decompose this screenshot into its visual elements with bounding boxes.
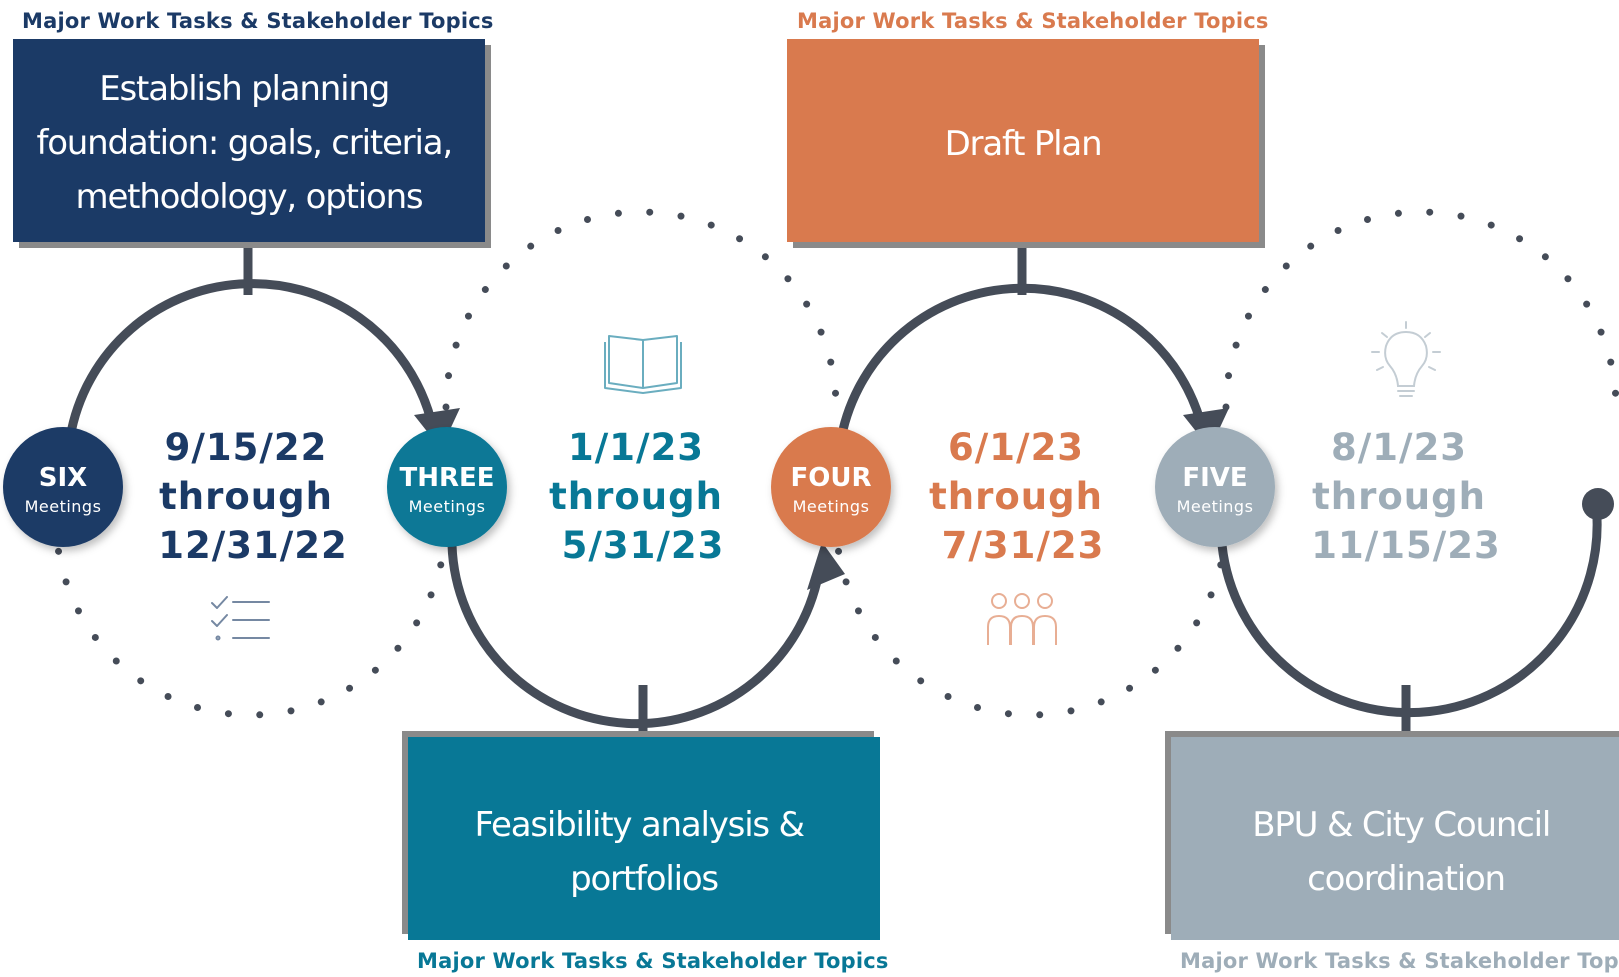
task-box-fill xyxy=(1171,737,1619,940)
timeline-end-dot xyxy=(1582,488,1614,520)
dotted-arc-phase-1 xyxy=(52,516,450,719)
date-range-phase-1: 9/15/22 through 12/31/22 xyxy=(158,426,348,567)
date-start: 9/15/22 xyxy=(165,426,328,469)
count-sub: Meetings xyxy=(409,497,486,516)
task-box-text: Draft Plan xyxy=(945,124,1102,164)
meeting-count-phase-3: FOUR Meetings xyxy=(771,427,891,547)
date-range-phase-3: 6/1/23 through 7/31/23 xyxy=(929,426,1117,567)
date-end: 5/31/23 xyxy=(562,524,725,567)
arrowhead-phase-2 xyxy=(807,542,845,590)
task-box-text: Establish planning foundation: goals, cr… xyxy=(36,69,461,217)
date-range-phase-4: 8/1/23 through 11/15/23 xyxy=(1311,426,1501,567)
task-box-fill xyxy=(408,737,880,940)
task-box-phase-3: Draft Plan xyxy=(787,39,1265,248)
dotted-arc-phase-2 xyxy=(442,208,840,411)
date-start: 1/1/23 xyxy=(568,426,704,469)
dotted-arc-phase-3 xyxy=(832,516,1230,719)
task-box-text: BPU & City Council coordination xyxy=(1252,805,1560,899)
date-through: through xyxy=(929,475,1103,518)
count-word: SIX xyxy=(39,463,87,493)
people-group-icon xyxy=(987,593,1057,645)
task-box-text: Feasibility analysis & portfolios xyxy=(475,805,814,899)
task-box-phase-2: Feasibility analysis & portfolios xyxy=(402,731,880,940)
solid-arcs xyxy=(64,279,1614,729)
date-end: 11/15/23 xyxy=(1311,524,1501,567)
meeting-count-phase-2: THREE Meetings xyxy=(387,427,507,547)
box-stems xyxy=(243,240,1411,740)
count-word: THREE xyxy=(399,463,494,493)
task-line: BPU & City Council xyxy=(1252,805,1550,845)
task-box-fill xyxy=(787,39,1259,242)
date-through: through xyxy=(1312,475,1486,518)
solid-arc-phase-4 xyxy=(1217,499,1602,718)
solid-arc-phase-3 xyxy=(835,283,1205,450)
open-book-icon xyxy=(604,335,682,394)
task-line: Establish planning xyxy=(99,69,389,109)
task-box-phase-4: BPU & City Council coordination xyxy=(1165,731,1619,940)
count-circle xyxy=(3,427,123,547)
count-circle xyxy=(387,427,507,547)
count-sub: Meetings xyxy=(25,497,102,516)
task-box-phase-1: Establish planning foundation: goals, cr… xyxy=(13,39,491,248)
date-end: 12/31/22 xyxy=(158,524,348,567)
caption-phase-3: Major Work Tasks & Stakeholder Topics xyxy=(797,9,1269,33)
task-line: portfolios xyxy=(570,859,718,899)
meeting-count-phase-1: SIX Meetings xyxy=(3,427,123,547)
date-range-phase-2: 1/1/23 through 5/31/23 xyxy=(549,426,737,567)
count-circle xyxy=(771,427,891,547)
task-line: foundation: goals, criteria, xyxy=(36,123,452,163)
count-sub: Meetings xyxy=(1177,497,1254,516)
solid-arc-phase-1 xyxy=(64,279,436,450)
lightbulb-icon xyxy=(1371,321,1441,397)
task-line: coordination xyxy=(1307,859,1505,899)
checklist-icon xyxy=(211,596,270,641)
caption-phase-1: Major Work Tasks & Stakeholder Topics xyxy=(22,9,494,33)
caption-phase-2: Major Work Tasks & Stakeholder Topics xyxy=(417,949,889,973)
meeting-count-phase-4: FIVE Meetings xyxy=(1155,427,1275,547)
count-word: FOUR xyxy=(791,463,872,493)
task-box-fill xyxy=(13,39,485,242)
caption-phase-4: Major Work Tasks & Stakeholder Topics xyxy=(1180,949,1619,973)
count-word: FIVE xyxy=(1182,463,1247,493)
date-start: 6/1/23 xyxy=(948,426,1084,469)
count-circle xyxy=(1155,427,1275,547)
task-line: Feasibility analysis & xyxy=(475,805,805,845)
date-through: through xyxy=(159,475,333,518)
dotted-arc-phase-4 xyxy=(1222,208,1619,411)
task-line: Draft Plan xyxy=(945,124,1102,164)
date-start: 8/1/23 xyxy=(1331,426,1467,469)
solid-arc-phase-2 xyxy=(447,540,825,729)
date-end: 7/31/23 xyxy=(942,524,1105,567)
dotted-arcs xyxy=(52,208,1619,719)
task-line: methodology, options xyxy=(76,177,423,217)
count-sub: Meetings xyxy=(793,497,870,516)
date-through: through xyxy=(549,475,723,518)
